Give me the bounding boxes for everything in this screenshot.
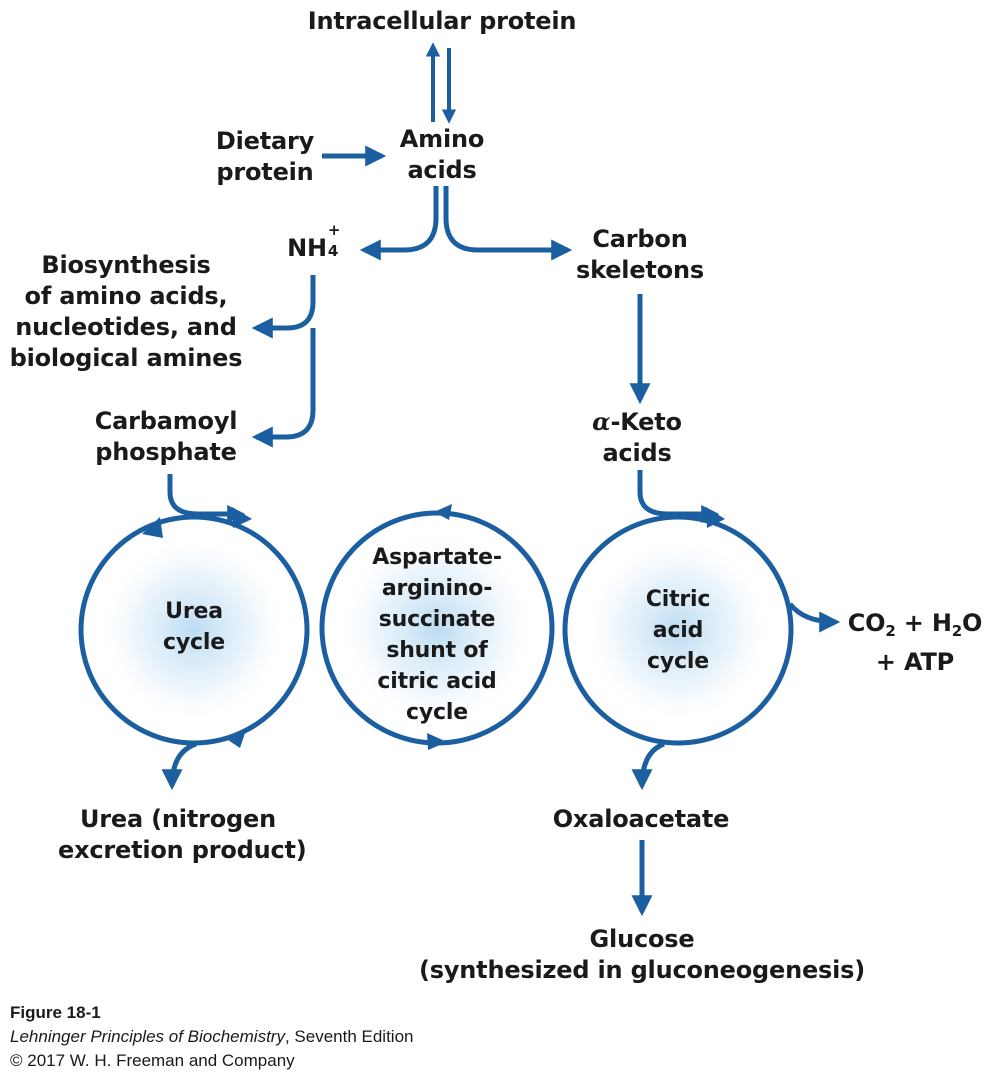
co2-subscript: 2 (885, 622, 896, 640)
amino-acids-line-2: acids (407, 156, 477, 184)
urea-product-line-1: Urea (nitrogen (80, 805, 276, 833)
alpha-keto-acids-label: α-Keto acids (572, 406, 702, 469)
urea-ring-arrow-bottom (228, 730, 246, 748)
citric-cycle-label: Citric acid cycle (618, 584, 738, 677)
ammonium-superscript: + (327, 221, 341, 239)
products-line-2: + ATP (875, 648, 955, 676)
biosynthesis-label: Biosynthesis of amino acids, nucleotides… (4, 250, 248, 374)
urea-cycle-glow (99, 535, 289, 725)
shunt-line-3: succinate (378, 607, 496, 632)
book-credit: Lehninger Principles of Biochemistry, Se… (10, 1025, 414, 1049)
urea-product-line-2: excretion product) (58, 836, 307, 864)
urea-cycle-line-2: cycle (163, 630, 225, 655)
citric-cycle-line-3: cycle (647, 649, 709, 674)
carbon-skeletons-line-2: skeletons (576, 256, 704, 284)
arrow-carbamoyl-into-urea (167, 474, 246, 523)
carbon-skeletons-line-1: Carbon (592, 225, 688, 253)
copyright-line: © 2017 W. H. Freeman and Company (10, 1051, 295, 1070)
carbamoyl-phosphate-line-1: Carbamoyl (94, 407, 238, 435)
glucose-line-2: (synthesized in gluconeogenesis) (418, 956, 866, 984)
urea-cycle-line-1: Urea (165, 599, 223, 624)
ammonium-subscript: 4 (327, 242, 339, 260)
products-line-1: CO2 + H2O (842, 608, 988, 647)
figure-caption: Figure 18-1 Lehninger Principles of Bioc… (10, 1001, 414, 1072)
co2-text: CO (847, 609, 886, 637)
urea-ring-arrow-top-right (232, 507, 252, 528)
dietary-protein-line-1: Dietary (215, 127, 315, 155)
arrow-ammonium-to-biosynthesis (251, 275, 316, 339)
citric-cycle-glow (583, 535, 773, 725)
citric-cycle-line-1: Citric (645, 587, 711, 612)
ammonium-label: NH+4 (278, 223, 348, 264)
shunt-ring-arrow-bottom (427, 733, 447, 750)
shunt-ring-arrow-top (434, 504, 452, 520)
biosynthesis-line-2: of amino acids, (24, 282, 228, 310)
citric-cycle-ring (562, 514, 794, 746)
glucose-line-1: Glucose (589, 925, 695, 953)
urea-ring-arrow-top-left (142, 517, 163, 538)
arrow-amino-to-carbon (443, 186, 573, 261)
alpha-keto-acids-line-2: acids (602, 439, 672, 467)
amino-acids-line-1: Amino (399, 125, 485, 153)
carbon-skeletons-label: Carbon skeletons (555, 224, 725, 286)
arrow-ammonium-to-carbamoyl (251, 328, 316, 448)
shunt-label: Aspartate- arginino- succinate shunt of … (352, 542, 522, 728)
ammonium-base: NH (287, 234, 327, 262)
oxaloacetate-label: Oxaloacetate (552, 805, 730, 833)
carbamoyl-phosphate-line-2: phosphate (95, 438, 237, 466)
shunt-line-6: cycle (406, 700, 468, 725)
dietary-protein-label: Dietary protein (200, 126, 330, 188)
shunt-line-5: citric acid (377, 669, 497, 694)
shunt-line-2: arginino- (381, 576, 493, 601)
book-edition: , Seventh Edition (284, 1027, 414, 1046)
arrow-citric-to-oxaloacetate (631, 741, 666, 791)
biosynthesis-line-3: nucleotides, and (15, 313, 237, 341)
h2o-h: H (931, 609, 952, 637)
arrow-citric-to-products (788, 602, 841, 633)
alpha-keto-acids-line-1: α-Keto (572, 406, 702, 438)
h2o-subscript: 2 (951, 622, 963, 640)
carbamoyl-phosphate-label: Carbamoyl phosphate (82, 406, 250, 468)
figure-number: Figure 18-1 (10, 1003, 101, 1022)
urea-product-label: Urea (nitrogen excretion product) (58, 804, 307, 866)
biosynthesis-line-1: Biosynthesis (41, 251, 211, 279)
biosynthesis-line-4: biological amines (9, 344, 243, 372)
shunt-line-1: Aspartate- (372, 545, 502, 570)
alpha-symbol: α (592, 407, 611, 436)
intracellular-protein-label: Intracellular protein (307, 7, 577, 35)
arrow-keto-into-citric (637, 470, 720, 523)
shunt-line-4: shunt of (386, 638, 488, 663)
amino-acids-label: Amino acids (380, 124, 504, 186)
urea-cycle-label: Urea cycle (134, 596, 254, 658)
citric-cycle-line-2: acid (652, 618, 704, 643)
glucose-label: Glucose (synthesized in gluconeogenesis) (412, 924, 872, 986)
co2-h2o-atp-label: CO2 + H2O + ATP (842, 608, 988, 678)
arrow-urea-cycle-to-urea (161, 741, 197, 791)
plus-sign: + (895, 609, 932, 637)
h2o-o: O (962, 609, 983, 637)
arrow-amino-to-ammonium (359, 186, 439, 261)
book-title: Lehninger Principles of Biochemistry (10, 1027, 285, 1046)
keto-text: -Keto (610, 408, 682, 436)
dietary-protein-line-2: protein (216, 158, 314, 186)
shunt-glow (337, 528, 537, 728)
